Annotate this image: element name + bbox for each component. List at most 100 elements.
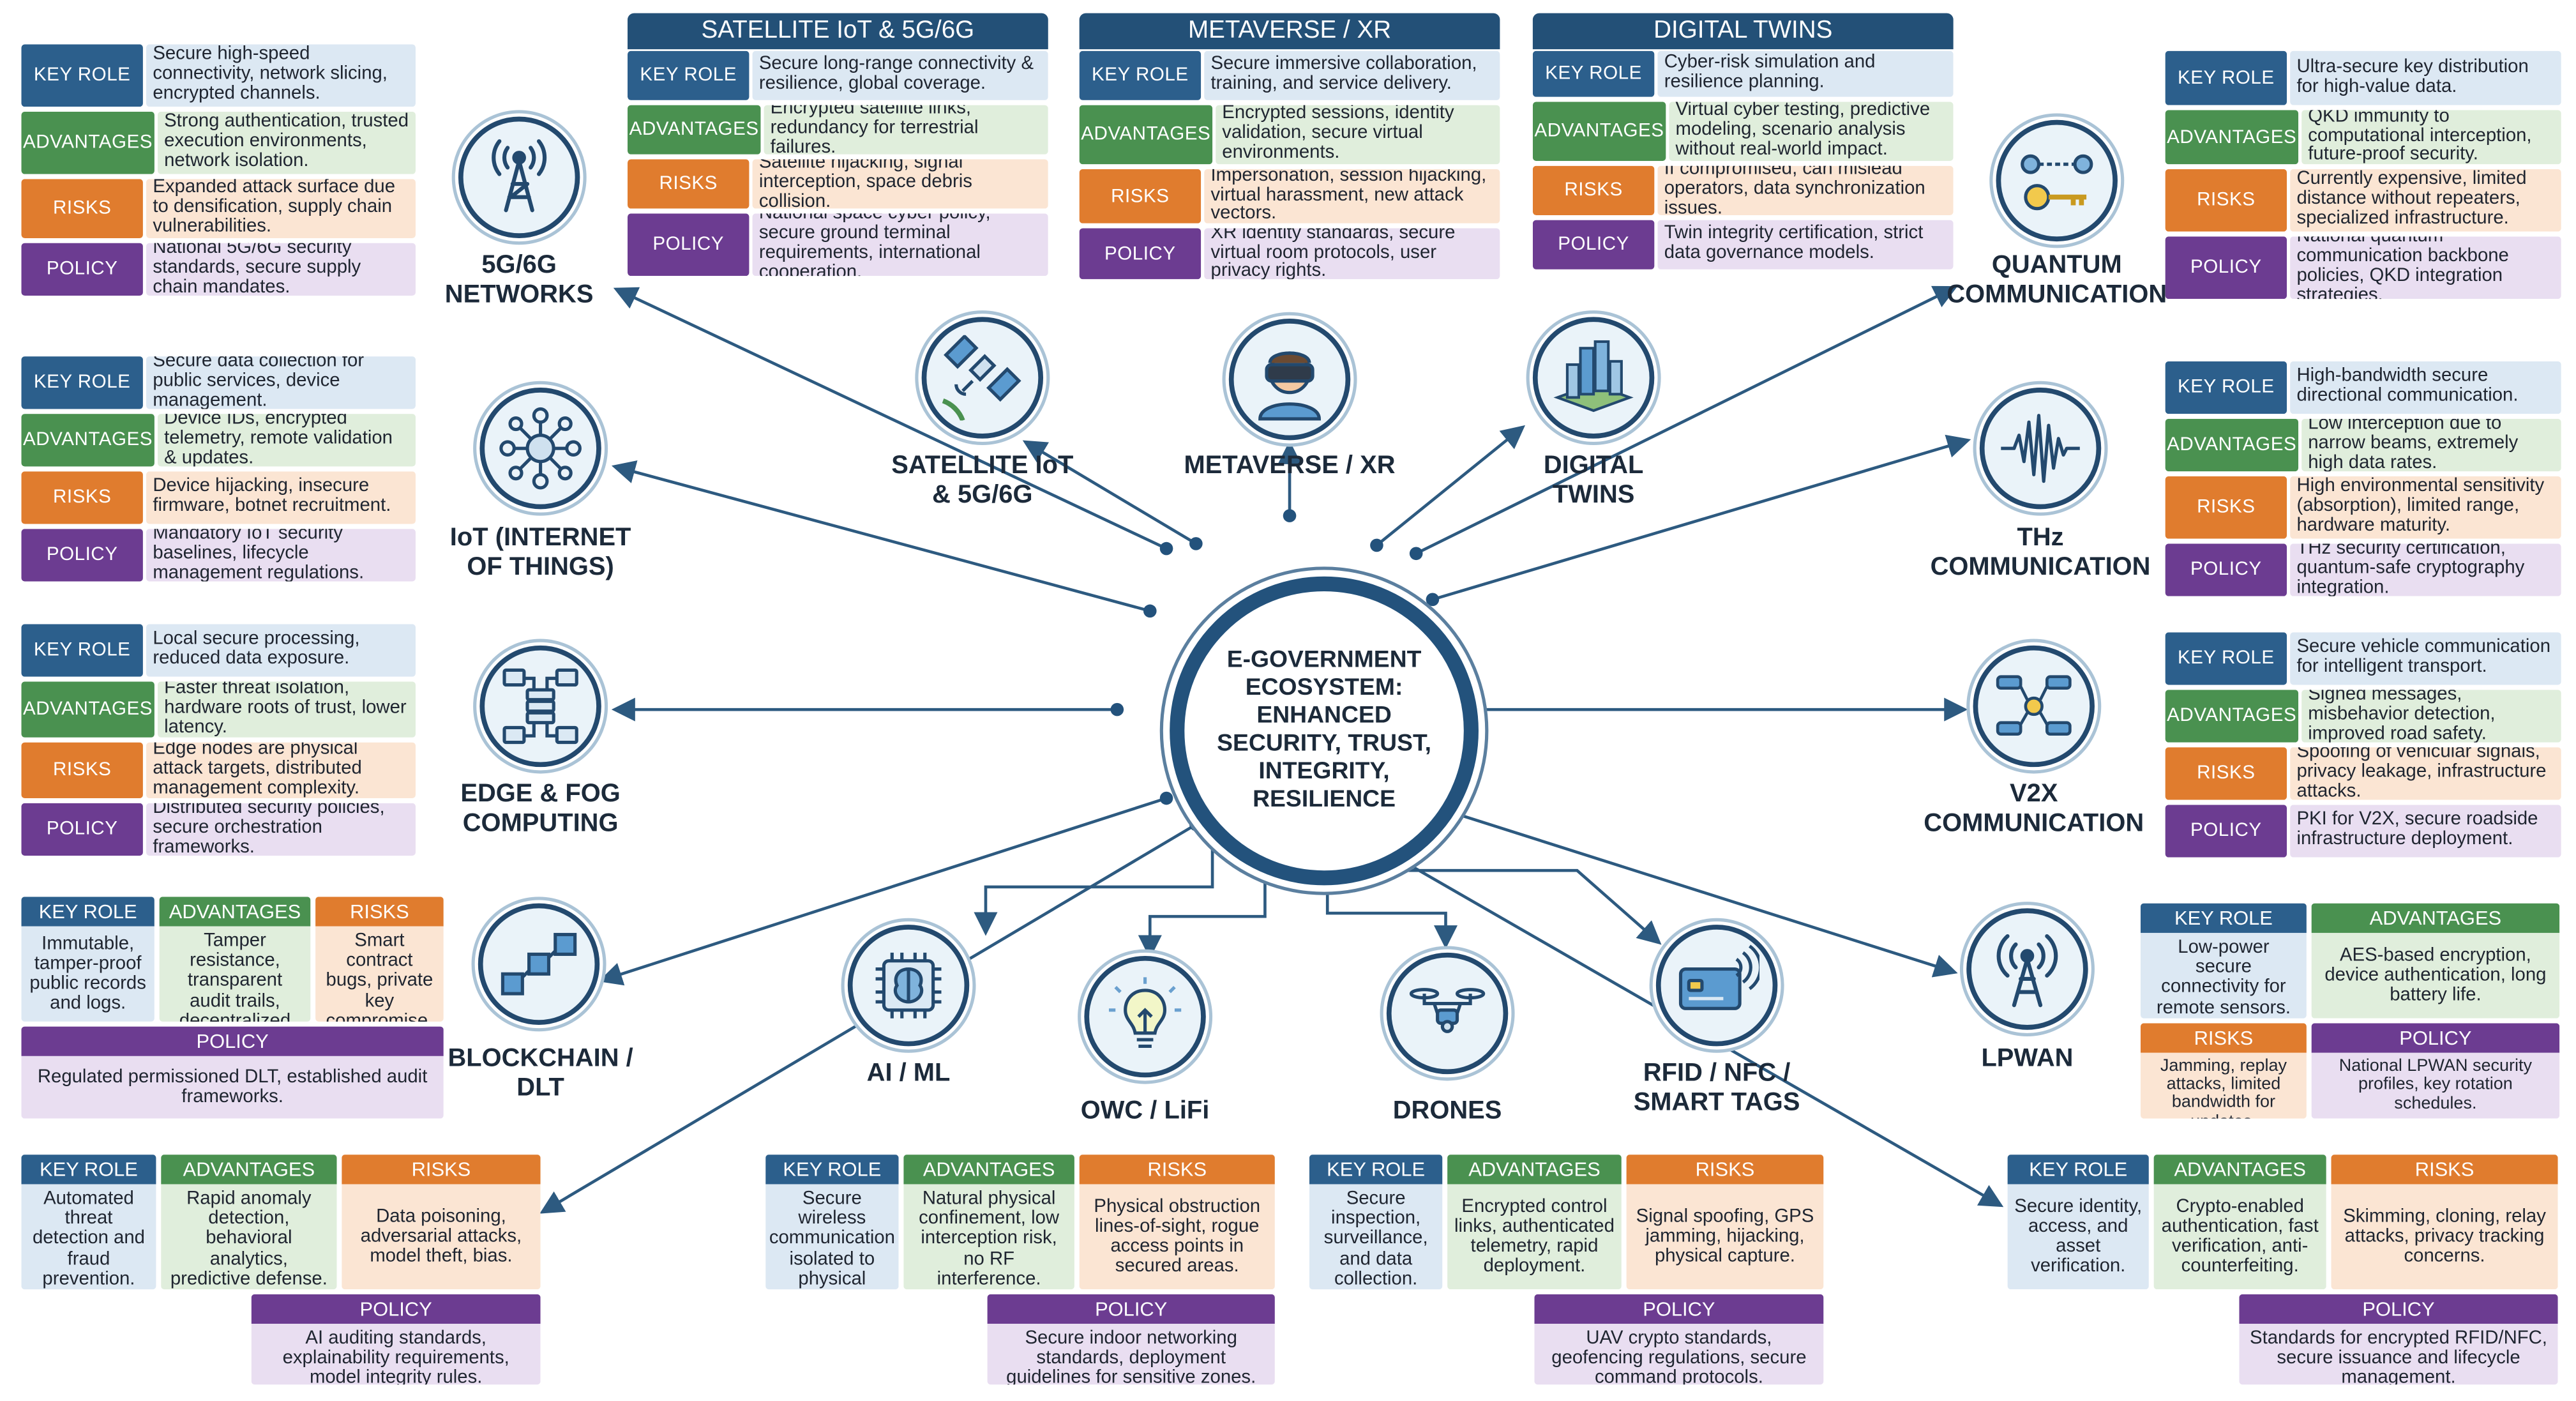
label-v2x: V2X COMMUNICATION (1924, 780, 2144, 838)
quantum-key-icon (1996, 119, 2118, 242)
center-title: E-GOVERNMENT ECOSYSTEM: ENHANCED SECURIT… (1217, 647, 1431, 814)
center-hub: E-GOVERNMENT ECOSYSTEM: ENHANCED SECURIT… (1170, 576, 1479, 886)
antenna-icon (1966, 908, 2088, 1030)
link-drones (1325, 857, 1458, 950)
label-rfid: RFID / NFC / SMART TAGS (1633, 1059, 1800, 1117)
link-blockchain (598, 796, 1167, 986)
waveform-icon (1979, 388, 2102, 510)
vr-headset-icon (1228, 318, 1351, 441)
light-bulb-icon (1084, 955, 1206, 1078)
edge-server-icon (479, 645, 601, 768)
link-ai (974, 837, 1214, 936)
blockchain-cubes-icon (478, 903, 600, 1025)
link-5g6g (613, 287, 1168, 550)
link-quantum (1415, 285, 1958, 555)
header-twins: DIGITAL TWINS (1532, 13, 1954, 50)
label-ai: AI / ML (866, 1059, 951, 1087)
link-thz (1432, 434, 1971, 602)
drone-icon (1386, 952, 1509, 1075)
label-metaverse: METAVERSE / XR (1184, 451, 1396, 480)
city-buildings-icon (1532, 317, 1655, 439)
label-quantum: QUANTUM COMMUNICATION (1947, 251, 2167, 309)
satellite-icon (921, 317, 1044, 439)
label-thz: THz COMMUNICATION (1930, 524, 2151, 582)
contactless-card-icon (1655, 925, 1778, 1047)
connected-vehicles-icon (1973, 645, 2095, 768)
label-satellite: SATELLITE IoT & 5G/6G (891, 451, 1074, 510)
label-lpwan: LPWAN (1981, 1044, 2074, 1073)
label-drones: DRONES (1392, 1097, 1502, 1125)
ai-chip-brain-icon (847, 925, 970, 1047)
cell-tower-icon (458, 116, 580, 238)
link-owc (1138, 857, 1267, 959)
label-5g6g: 5G/6G NETWORKS (444, 251, 594, 309)
label-blockchain: BLOCKCHAIN / DLT (448, 1044, 633, 1102)
link-satellite (1022, 440, 1197, 545)
label-owc: OWC / LiFi (1080, 1097, 1210, 1125)
